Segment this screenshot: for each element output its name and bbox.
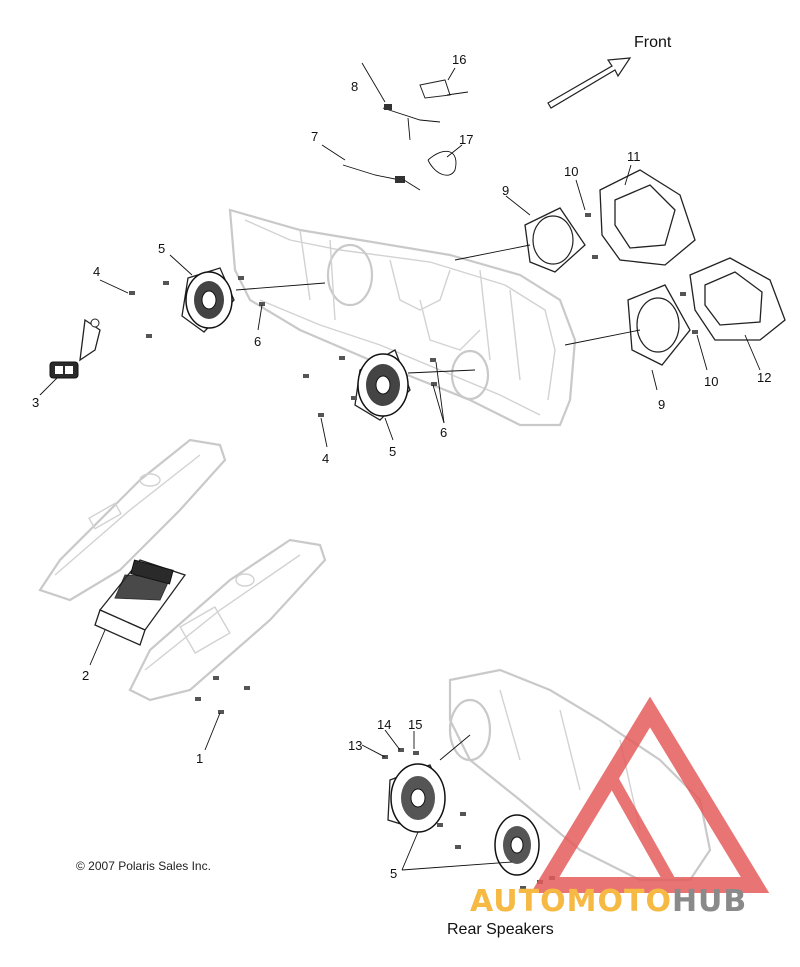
speaker-icon (354, 349, 411, 421)
watermark-logo (530, 696, 770, 893)
callout-13: 13 (348, 738, 363, 753)
callout-16: 16 (452, 52, 467, 67)
callout-9a: 9 (502, 183, 510, 198)
speaker-housing-icon (599, 169, 696, 266)
gasket-icon (627, 284, 691, 366)
callout-9b: 9 (658, 397, 666, 412)
cable-icon (427, 150, 457, 176)
callout-8: 8 (351, 79, 359, 94)
cable-icon (419, 79, 469, 99)
copyright-notice: © 2007 Polaris Sales Inc. (76, 859, 211, 873)
callout-14: 14 (377, 717, 392, 732)
callout-6a: 6 (254, 334, 262, 349)
dash-panel-ghost (228, 208, 577, 427)
speaker-icon (494, 814, 540, 876)
console-ghost-right (128, 538, 327, 702)
speaker-housing-icon (689, 257, 786, 341)
callout-12: 12 (757, 370, 772, 385)
callout-4b: 4 (322, 451, 330, 466)
callout-17: 17 (459, 132, 474, 147)
callout-1: 1 (196, 751, 204, 766)
cable-icon (382, 104, 441, 141)
watermark-text: AUTOMOTOHUB (470, 884, 747, 919)
speaker-icon (387, 763, 446, 833)
gasket-icon (524, 207, 586, 273)
callout-10a: 10 (564, 164, 579, 179)
watermark-text-a: AUTOMOTO (470, 884, 672, 919)
callout-11: 11 (627, 149, 641, 164)
speaker-icon (181, 267, 235, 333)
callout-10b: 10 (704, 374, 719, 389)
callout-15: 15 (408, 717, 423, 732)
callout-5a: 5 (158, 241, 166, 256)
radio-unit-icon (94, 559, 187, 646)
front-arrow-icon (547, 57, 632, 109)
callout-5c: 5 (390, 866, 398, 881)
callout-7: 7 (311, 129, 319, 144)
callout-4a: 4 (93, 264, 101, 279)
watermark-text-b: HUB (671, 884, 748, 919)
section-label-rear-speakers: Rear Speakers (447, 921, 554, 938)
callout-6b: 6 (440, 425, 448, 440)
callout-2: 2 (82, 668, 90, 683)
leader-lines (39, 62, 761, 871)
cable-icon (342, 164, 421, 191)
switch-icon (49, 318, 101, 379)
rear-housing-ghost (448, 668, 712, 882)
console-ghost-left (38, 438, 227, 602)
front-direction-label: Front (634, 34, 672, 51)
callout-5b: 5 (389, 444, 397, 459)
callout-3: 3 (32, 395, 40, 410)
